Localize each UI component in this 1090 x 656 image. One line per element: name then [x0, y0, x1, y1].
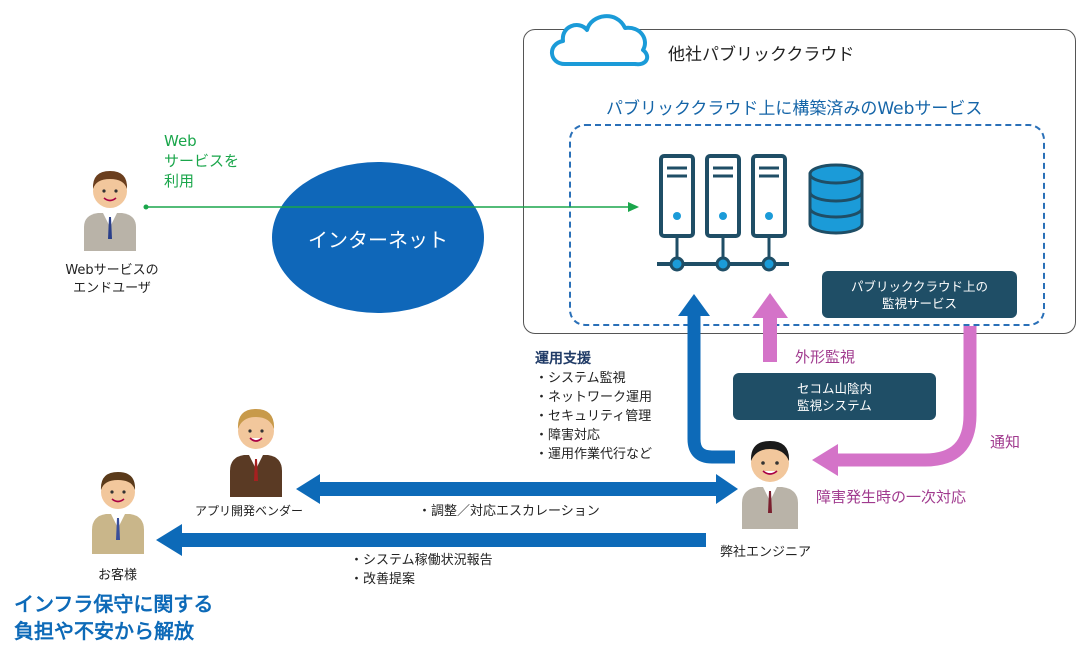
- ops-support-item: 運用作業代行など: [535, 445, 652, 464]
- server-rack-icon: [657, 154, 789, 272]
- web-use-label: Web サービスを 利用: [164, 131, 239, 191]
- escalation-label: ・調整／対応エスカレーション: [418, 504, 600, 519]
- ops-support-title: 運用支援: [535, 351, 591, 367]
- notify-label: 通知: [990, 433, 1021, 451]
- monitor-line2: 監視サービス: [881, 295, 957, 311]
- secom-monitor-system: セコム山陰内 監視システム: [733, 373, 936, 420]
- ops-support-items: システム監視ネットワーク運用セキュリティ管理障害対応運用作業代行など: [535, 369, 652, 464]
- report-item: システム稼働状況報告: [350, 551, 493, 570]
- ops-support-item: システム監視: [535, 369, 652, 388]
- end-user-line2: エンドユーザ: [73, 281, 151, 296]
- web-use-line1: Web: [164, 132, 197, 150]
- notify-arrow: [835, 326, 977, 467]
- engineer-label: 弊社エンジニア: [720, 545, 812, 560]
- internet-ellipse: [272, 162, 484, 313]
- ops-support-item: セキュリティ管理: [535, 407, 652, 426]
- end-user-avatar: [84, 171, 136, 251]
- web-use-arrow: [143, 202, 639, 212]
- vendor-avatar: [230, 409, 282, 497]
- ops-support-arrow: [687, 312, 735, 464]
- customer-label: お客様: [98, 568, 138, 583]
- monitor-line1: パブリッククラウド上の: [850, 278, 988, 294]
- escalation-arrow: [318, 482, 720, 496]
- secom-line2: 監視システム: [797, 397, 872, 413]
- report-items: システム稼働状況報告改善提案: [350, 551, 493, 589]
- tagline-line2: 負担や不安から解放: [14, 619, 194, 643]
- tagline-line1: インフラ保守に関する: [14, 592, 214, 616]
- end-user-line1: Webサービスの: [65, 263, 159, 278]
- report-item: 改善提案: [350, 570, 493, 589]
- engineer-avatar: [742, 441, 798, 529]
- cloud-monitor-service: パブリッククラウド上の 監視サービス: [822, 271, 1017, 318]
- web-service-title: パブリッククラウド上に構築済みのWebサービス: [606, 99, 983, 119]
- first-response-label: 障害発生時の一次対応: [816, 488, 967, 506]
- cloud-label: 他社パブリッククラウド: [668, 45, 855, 65]
- ops-support-list: 運用支援 システム監視ネットワーク運用セキュリティ管理障害対応運用作業代行など: [535, 350, 652, 464]
- report-arrow: [180, 533, 706, 547]
- ops-support-item: 障害対応: [535, 426, 652, 445]
- external-monitor-arrow: [763, 316, 777, 362]
- web-use-line2: サービスを: [164, 152, 240, 170]
- web-service-box: [569, 124, 1045, 326]
- internet-label: インターネット: [308, 228, 448, 252]
- tagline: インフラ保守に関する 負担や不安から解放: [14, 591, 213, 645]
- vendor-label: アプリ開発ベンダー: [195, 504, 304, 518]
- cloud-icon: [550, 14, 650, 67]
- ops-support-item: ネットワーク運用: [535, 388, 652, 407]
- escalation-text: 調整／対応エスカレーション: [431, 504, 600, 519]
- database-icon: [808, 163, 864, 235]
- secom-line1: セコム山陰内: [796, 380, 872, 396]
- external-monitor-label: 外形監視: [795, 348, 856, 366]
- public-cloud-box: [523, 29, 1076, 334]
- end-user-label: Webサービスの エンドユーザ: [52, 262, 172, 298]
- customer-avatar: [92, 472, 144, 554]
- web-use-line3: 利用: [164, 172, 195, 190]
